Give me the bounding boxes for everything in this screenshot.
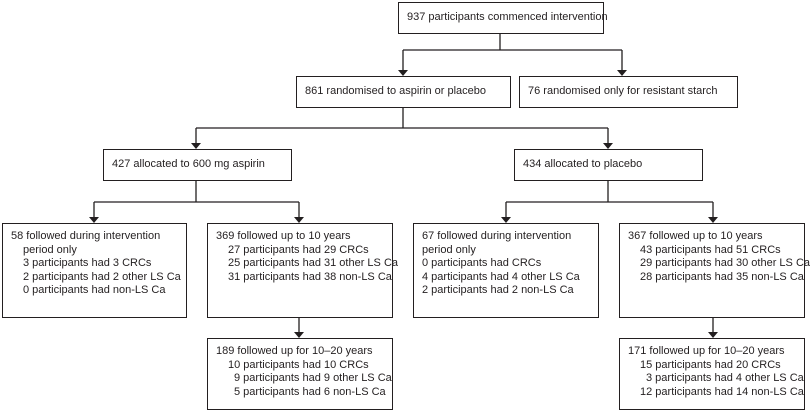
placebo-text: 434 allocated to placebo — [523, 158, 643, 171]
placebo-20y-non-ls: 12 participants had 14 non-LS Ca — [640, 385, 804, 398]
aspirin-20y-other-ls: 9 participants had 9 other LS Ca — [234, 372, 392, 384]
placebo-intervention-non-ls: 2 participants had 2 non-LS Ca — [422, 284, 574, 296]
placebo-20y-crc: 15 participants had 20 CRCs — [640, 358, 781, 371]
aspirin-intervention-box: 58 followed during intervention period o… — [2, 223, 187, 318]
commenced-box: 937 participants commenced intervention — [398, 2, 608, 34]
aspirin-box: 427 allocated to 600 mg aspirin — [103, 149, 292, 181]
aspirin-intervention-heading: 58 followed during intervention — [11, 230, 161, 242]
aspirin-20y-non-ls: 5 participants had 6 non-LS Ca — [234, 385, 386, 398]
aspirin-10y-other-ls: 25 participants had 31 other LS Ca — [228, 257, 399, 269]
starch-text: 76 randomised only for resistant starch — [528, 85, 718, 98]
aspirin-intervention-non-ls: 0 participants had non-LS Ca — [23, 284, 166, 296]
randomised-text: 861 randomised to aspirin or placebo — [305, 85, 487, 98]
starch-box: 76 randomised only for resistant starch — [519, 76, 738, 108]
placebo-intervention-heading-cont: period only — [422, 243, 476, 256]
placebo-intervention-box: 67 followed during intervention period o… — [413, 223, 599, 318]
randomised-box: 861 randomised to aspirin or placebo — [296, 76, 511, 108]
aspirin-20y-heading: 189 followed up for 10–20 years — [216, 345, 373, 357]
placebo-20y-box: 171 followed up for 10–20 years 15 parti… — [619, 338, 805, 410]
placebo-intervention-heading: 67 followed during intervention — [422, 230, 572, 242]
placebo-intervention-crc: 0 participants had CRCs — [422, 257, 542, 269]
placebo-10y-non-ls: 28 participants had 35 non-LS Ca — [640, 270, 804, 283]
aspirin-20y-box: 189 followed up for 10–20 years 10 parti… — [207, 338, 393, 410]
aspirin-10y-non-ls: 31 participants had 38 non-LS Ca — [228, 270, 392, 283]
aspirin-text: 427 allocated to 600 mg aspirin — [112, 158, 265, 171]
aspirin-20y-crc: 10 participants had 10 CRCs — [228, 358, 369, 371]
placebo-10y-heading: 367 followed up to 10 years — [628, 230, 763, 242]
placebo-box: 434 allocated to placebo — [514, 149, 703, 181]
placebo-10y-crc: 43 participants had 51 CRCs — [640, 243, 781, 256]
aspirin-10y-heading: 369 followed up to 10 years — [216, 230, 351, 242]
commenced-text: 937 participants commenced intervention — [407, 11, 608, 24]
aspirin-10y-box: 369 followed up to 10 years 27 participa… — [207, 223, 399, 318]
placebo-20y-other-ls: 3 participants had 4 other LS Ca — [646, 372, 804, 384]
placebo-10y-other-ls: 29 participants had 30 other LS Ca — [640, 257, 810, 269]
aspirin-intervention-heading-cont: period only — [23, 243, 77, 256]
aspirin-intervention-crc: 3 participants had 3 CRCs — [23, 257, 152, 269]
placebo-intervention-other-ls: 4 participants had 4 other LS Ca — [422, 270, 580, 283]
placebo-20y-heading: 171 followed up for 10–20 years — [628, 345, 785, 357]
aspirin-10y-crc: 27 participants had 29 CRCs — [228, 243, 369, 256]
aspirin-intervention-other-ls: 2 participants had 2 other LS Ca — [23, 270, 181, 283]
placebo-10y-box: 367 followed up to 10 years 43 participa… — [619, 223, 810, 318]
